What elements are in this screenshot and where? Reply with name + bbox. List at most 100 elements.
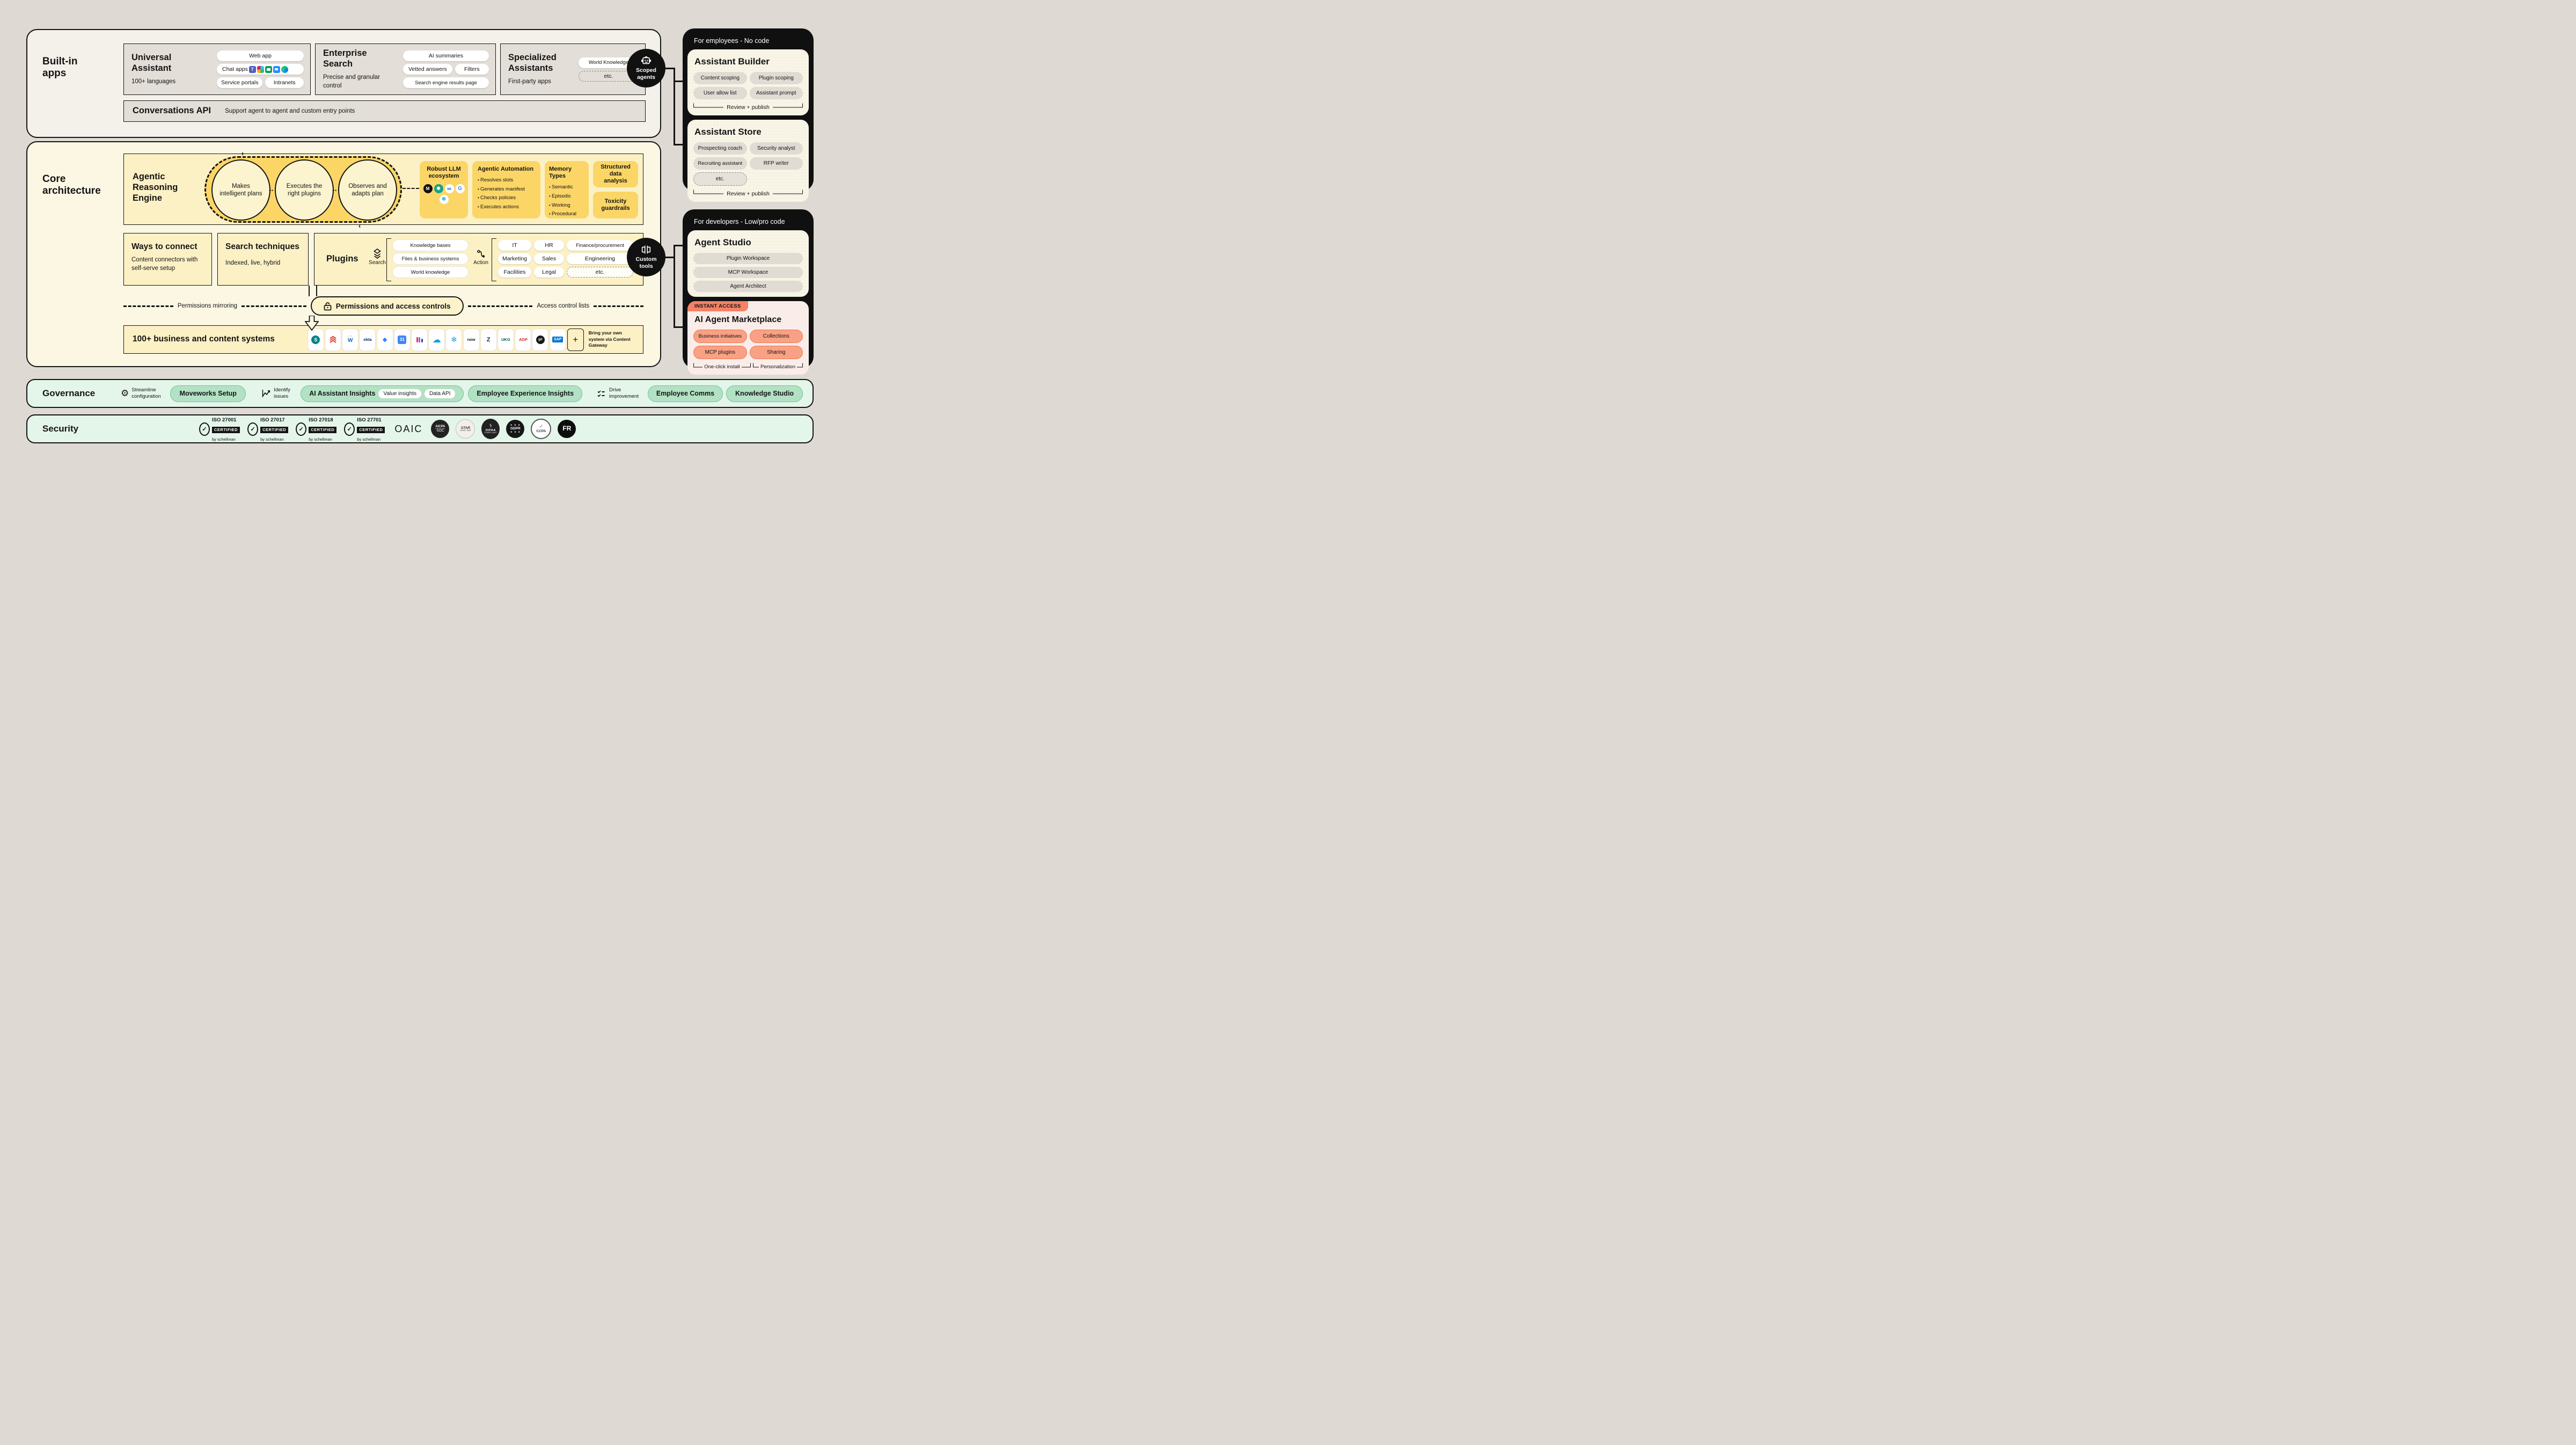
specialized-assistants-card: Specialized Assistants First-party apps …: [500, 43, 646, 95]
rfp-writer-chip: RFP writer: [750, 157, 803, 170]
sap-icon: SAP: [550, 329, 566, 351]
workday-icon: ◠W: [342, 329, 358, 351]
identify-issues-label: Identify issues: [274, 387, 295, 400]
hipaa-badge: ⚕HIPAACOMPLIANT: [481, 419, 500, 439]
slack-icon: [257, 66, 264, 73]
conversations-api-subtitle: Support agent to agent and custom entry …: [225, 108, 355, 114]
hr-chip: HR: [534, 240, 564, 251]
zendesk-icon: Z: [481, 329, 496, 351]
security-analyst-label: Security analyst: [757, 145, 795, 151]
store-review-publish: Review + publish: [693, 191, 803, 197]
enterprise-search-subtitle: Precise and granular control: [323, 73, 398, 90]
loop-llm-dashed-connector: [402, 188, 419, 189]
mcp-workspace-label: MCP Workspace: [728, 269, 769, 275]
plugins-title: Plugins: [326, 254, 358, 265]
flow-arrow-shaft: [309, 286, 317, 296]
step-arrow-1-icon: →: [267, 185, 275, 193]
iso-27701-label: ISO 27701: [357, 417, 381, 423]
facilities-label: Facilities: [504, 269, 526, 275]
plugin-scoping-chip: Plugin scoping: [750, 72, 803, 84]
action-flow-icon: [476, 250, 486, 259]
employee-experience-insights-label: Employee Experience Insights: [477, 390, 574, 397]
conversations-api-title: Conversations API: [133, 106, 211, 116]
it-chip: IT: [498, 240, 531, 251]
agentic-automation-title: Agentic Automation: [478, 166, 535, 173]
search-group-label: Search: [368, 260, 386, 266]
security-section: Security ✓ ISO 27001CERTIFIEDby schellma…: [26, 414, 814, 443]
plugin-workspace-chip: Plugin Workspace: [693, 253, 803, 264]
it-label: IT: [512, 242, 517, 249]
instant-access-tag: INSTANT ACCESS: [687, 301, 748, 311]
plugin-scoping-label: Plugin scoping: [759, 75, 794, 81]
connector-studio-stub: [674, 245, 683, 246]
gdpr-badge: ★ ★ ★GDPR★ ★ ★: [506, 420, 524, 438]
webex-icon: [281, 66, 288, 73]
employee-experience-insights-pill: Employee Experience Insights: [468, 385, 582, 402]
builder-review-publish-label: Review + publish: [727, 104, 770, 111]
structured-data-title: Structured data analysis: [597, 164, 634, 185]
step-observes-adapts: Observes and adapts plan: [338, 159, 397, 221]
assistant-prompt-chip: Assistant prompt: [750, 87, 803, 99]
sharing-label: Sharing: [767, 349, 785, 355]
marketing-label: Marketing: [502, 256, 527, 262]
universal-assistant-title: Universal Assistant: [131, 53, 213, 74]
structured-data-card: Structured data analysis: [593, 161, 638, 187]
agent-architect-chip: Agent Architect: [693, 281, 803, 292]
prospecting-coach-label: Prospecting coach: [698, 145, 742, 151]
employees-panel-header: For employees - No code: [694, 37, 809, 45]
meta-icon: ∞: [445, 184, 454, 193]
search-bracket: [386, 238, 391, 281]
moveworks-setup-label: Moveworks Setup: [180, 390, 237, 397]
specialized-assistants-title: Specialized Assistants: [508, 53, 568, 74]
flower-icon: ✻: [446, 329, 462, 351]
one-click-install-label: One-click install: [704, 364, 740, 370]
google-icon: G: [456, 184, 465, 193]
knowledge-studio-label: Knowledge Studio: [735, 390, 794, 397]
certified-label: CERTIFIED: [212, 427, 240, 433]
access-control-lists-label: Access control lists: [537, 303, 589, 309]
business-systems-card: 100+ business and content systems S ◠W o…: [123, 325, 643, 354]
knowledge-studio-pill: Knowledge Studio: [726, 385, 803, 402]
automation-item: Resolves slots: [478, 176, 535, 185]
marketing-chip: Marketing: [498, 253, 531, 264]
memory-item: Semantic: [549, 183, 584, 192]
service-portals-label: Service portals: [221, 79, 258, 86]
developers-panel-header: For developers - Low/pro code: [694, 218, 809, 225]
assistant-builder-card: Assistant Builder Content scoping Plugin…: [687, 49, 809, 115]
universal-assistant-subtitle: 100+ languages: [131, 77, 213, 86]
identify-issues-icon: [262, 389, 271, 398]
personalization-label: Personalization: [760, 364, 795, 370]
permissions-pill: Permissions and access controls: [311, 296, 464, 316]
agentic-reasoning-engine-card: Agentic Reasoning Engine Makes intellige…: [123, 154, 643, 225]
connector-store-stub: [674, 144, 683, 145]
enterprise-search-card: Enterprise Search Precise and granular c…: [315, 43, 496, 95]
knowledge-bases-label: Knowledge bases: [411, 243, 451, 249]
action-group-label: Action: [471, 260, 491, 266]
iso-27001-badge: ✓ ISO 27001CERTIFIEDby schellman: [199, 414, 240, 443]
memory-item: Episodic: [549, 192, 584, 201]
core-architecture-label: Core architecture: [42, 173, 107, 197]
schellman-label: by schellman: [357, 437, 380, 442]
enterprise-search-title: Enterprise Search: [323, 48, 398, 70]
servicenow-icon: now: [464, 329, 479, 351]
ai-agent-marketplace-title: AI Agent Marketplace: [694, 315, 803, 325]
serp-label: Search engine results page: [415, 80, 477, 86]
action-bracket: [492, 238, 496, 281]
filters-label: Filters: [464, 66, 480, 72]
bring-your-own-icon: +: [567, 329, 584, 351]
world-knowledge-label: World Knowledge: [589, 60, 628, 65]
check-icon: ✓: [539, 424, 544, 429]
content-scoping-chip: Content scoping: [693, 72, 747, 84]
connector-employees-v: [674, 68, 675, 145]
collections-chip: Collections: [750, 330, 803, 343]
business-systems-title: 100+ business and content systems: [133, 334, 275, 345]
service-portals-chip: Service portals: [217, 77, 262, 88]
plugins-card: Plugins Search Knowledge bases Files & b…: [314, 233, 643, 286]
robust-llm-card: Robust LLM ecosystem M ✱ ∞ G ❄: [420, 161, 468, 218]
mcp-plugins-chip: MCP plugins: [693, 346, 747, 359]
data-api-chip: Data API: [425, 389, 455, 398]
ccpa-badge: ✓CCPA: [531, 419, 551, 439]
flow-arrow-down-icon: [305, 316, 319, 331]
legal-label: Legal: [542, 269, 556, 275]
sales-chip: Sales: [534, 253, 564, 264]
